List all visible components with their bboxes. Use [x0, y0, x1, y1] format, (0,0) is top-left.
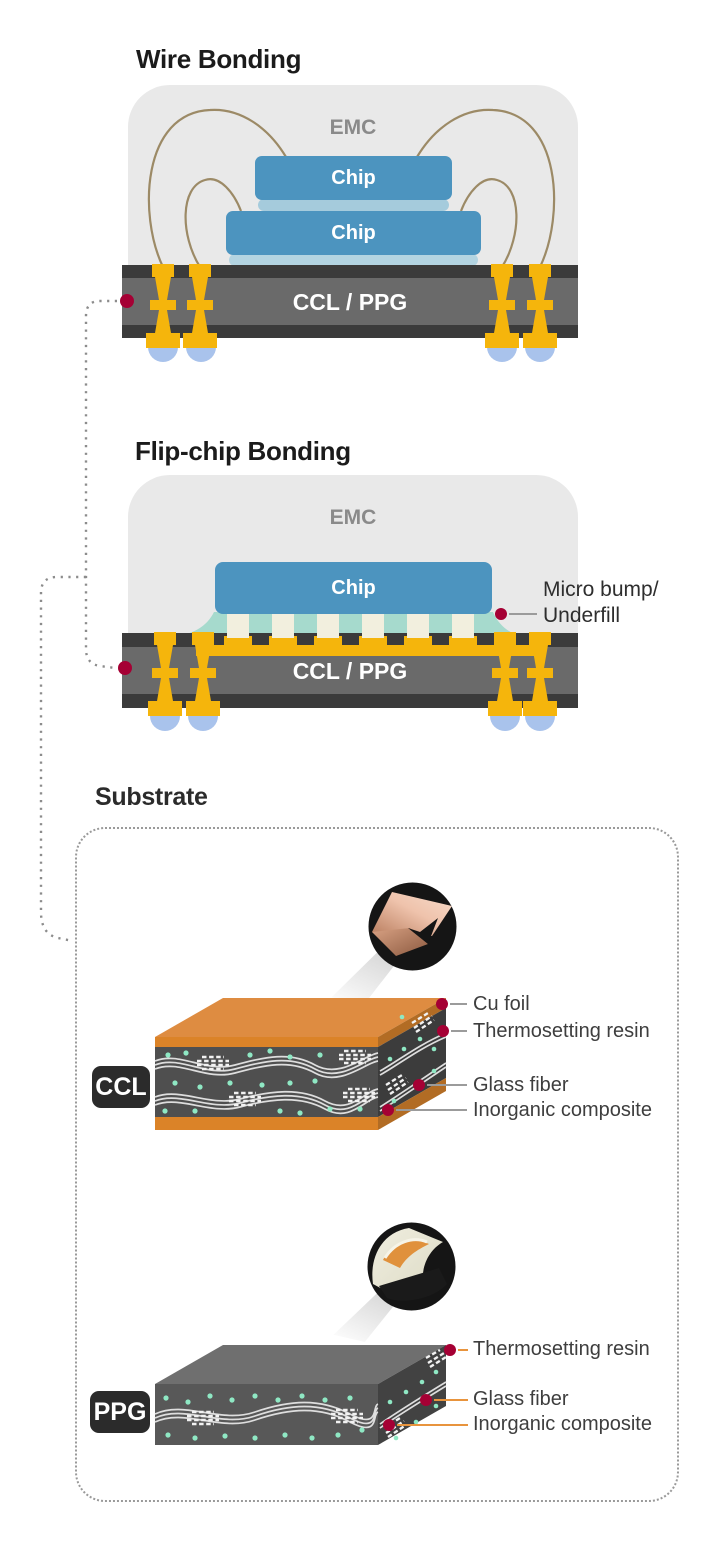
ppg-photo-inset [367, 1222, 456, 1311]
label-leader [458, 1349, 468, 1351]
label-glass-fiber: Glass fiber [473, 1388, 569, 1410]
label-dot-cu-foil [436, 998, 448, 1010]
ccl-block [154, 998, 447, 1130]
label-thermosetting-resin: Thermosetting resin [473, 1338, 650, 1360]
label-leader [451, 1030, 467, 1032]
micro-bump [317, 612, 339, 638]
connector-dot-flip-chip [118, 661, 132, 675]
micro-bump [362, 612, 384, 638]
via-pillar [186, 632, 220, 716]
via-pillar [148, 632, 182, 716]
bump-pad [449, 636, 477, 648]
flip-chip-emc-label: EMC [329, 506, 377, 529]
bump-pad [269, 636, 297, 648]
label-dot-thermosetting-resin [444, 1344, 456, 1356]
connector-dot-wire-bonding [120, 294, 134, 308]
underfill-fillet [173, 612, 523, 637]
label-leader [434, 1399, 468, 1401]
wire-bonding-chip-top: Chip [255, 156, 452, 200]
bump-pad [359, 636, 387, 648]
label-leader [396, 1109, 467, 1111]
micro-bump [407, 612, 429, 638]
flip-chip-title: Flip-chip Bonding [135, 436, 351, 466]
label-leader [397, 1424, 468, 1426]
label-thermosetting-resin: Thermosetting resin [473, 1020, 650, 1042]
label-inorganic-composite: Inorganic composite [473, 1099, 652, 1121]
flip-chip-chip: Chip [215, 562, 492, 614]
label-dot-glass-fiber [420, 1394, 432, 1406]
label-leader [450, 1003, 467, 1005]
label-glass-fiber: Glass fiber [473, 1074, 569, 1096]
label-dot-thermosetting-resin [437, 1025, 449, 1037]
wire-bonding-substrate-label: CCL / PPG [292, 289, 408, 315]
via-pillar [146, 264, 180, 348]
solder-resist-bottom [122, 325, 578, 338]
die-attach-layer-top [258, 199, 449, 211]
die-attach-layer-bottom [229, 254, 478, 266]
micro-bump [452, 612, 474, 638]
label-leader [427, 1084, 467, 1086]
callout-micro-bump-line1: Micro bump/ [543, 578, 659, 601]
wire-bonding-chip-bottom: Chip [226, 211, 481, 255]
via-pillar [523, 264, 557, 348]
via-pillar [523, 632, 557, 716]
label-dot-inorganic-composite [383, 1419, 395, 1431]
bump-pad [314, 636, 342, 648]
wire-bonding-emc-label: EMC [329, 116, 377, 139]
copper-trace [196, 645, 545, 656]
callout-dot-micro-bump [495, 608, 507, 620]
flip-chip-substrate-label: CCL / PPG [292, 658, 408, 684]
bump-pad [404, 636, 432, 648]
via-pillar [485, 264, 519, 348]
solder-resist-bottom [122, 694, 578, 708]
label-cu-foil: Cu foil [473, 993, 530, 1015]
label-inorganic-composite: Inorganic composite [473, 1413, 652, 1435]
ppg-block [154, 1345, 447, 1445]
substrate-title: Substrate [95, 783, 208, 811]
solder-resist-top [122, 265, 578, 278]
label-dot-inorganic-composite [382, 1104, 394, 1116]
wire-bonding-title: Wire Bonding [136, 44, 302, 74]
via-pillar [183, 264, 217, 348]
bond-wires [147, 108, 556, 268]
label-dot-glass-fiber [413, 1079, 425, 1091]
micro-bump [227, 612, 249, 638]
bump-pad [224, 636, 252, 648]
ppg-badge: PPG [90, 1391, 150, 1433]
micro-bump [272, 612, 294, 638]
via-pillar [488, 632, 522, 716]
substrate-box [75, 827, 679, 1502]
ccl-badge: CCL [92, 1066, 150, 1108]
callout-leader [509, 613, 537, 615]
ccl-photo-inset [368, 882, 457, 971]
callout-micro-bump-line2: Underfill [543, 604, 621, 627]
